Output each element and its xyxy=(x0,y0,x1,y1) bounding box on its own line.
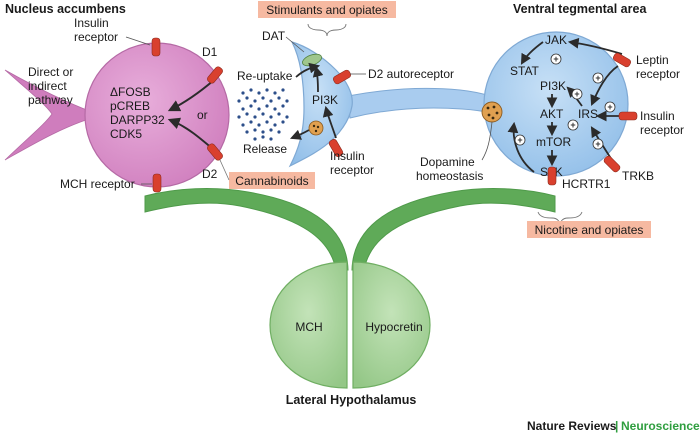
svg-text:+: + xyxy=(595,73,600,83)
journal-credit: Nature Reviews | Neuroscience xyxy=(527,419,700,433)
stat-label: STAT xyxy=(510,64,540,78)
irs-label: IRS xyxy=(578,107,598,121)
leptin-receptor xyxy=(613,52,631,68)
stimulants-tag-box xyxy=(258,1,396,18)
svg-text:+: + xyxy=(517,135,522,145)
cannabinoids-tag: Cannabinoids xyxy=(235,174,308,188)
cannabinoids-tag-box xyxy=(229,172,315,189)
vta-insulin-receptor-label: Insulin receptor xyxy=(640,109,684,137)
d2-label: D2 xyxy=(202,167,218,181)
stimulants-tag: Stimulants and opiates xyxy=(266,3,387,17)
hypocretin-neuron-body xyxy=(352,261,431,389)
svg-text:+: + xyxy=(574,89,579,99)
vesicle-pool xyxy=(481,101,503,123)
credit-journal: Nature Reviews xyxy=(527,419,617,433)
jak-label: JAK xyxy=(545,33,567,47)
credit-section: Neuroscience xyxy=(621,419,700,433)
accumbens-insulin-receptor-label: Insulin receptor xyxy=(74,16,118,44)
jak-to-stat-arrow xyxy=(520,41,544,65)
mch-neuron-projection xyxy=(144,188,349,271)
d2-autoreceptor-label: D2 autoreceptor xyxy=(368,67,454,81)
leptin-receptor-label: Leptin receptor xyxy=(636,53,680,81)
reuptake-label: Re-uptake xyxy=(237,69,293,83)
lateral-hypothalamus: MCH Hypocretin Lateral Hypothalamus xyxy=(144,188,556,407)
terminal-insulin-receptor-label: Insulin receptor xyxy=(330,149,374,177)
pathway-label: Direct or indirect pathway xyxy=(28,65,77,107)
release-arrow xyxy=(289,129,310,140)
hypocretin-label: Hypocretin xyxy=(365,320,422,334)
mch-receptor xyxy=(152,173,162,193)
s6k-feedback-arrow xyxy=(507,121,535,173)
svg-text:+: + xyxy=(595,139,600,149)
trkb-receptor xyxy=(603,155,621,173)
release-label: Release xyxy=(243,142,287,156)
insulin-to-pi3k-arrow xyxy=(322,105,337,139)
svg-text:+: + xyxy=(553,54,558,64)
credit-separator: | xyxy=(615,419,618,433)
leptin-to-jak-arrow xyxy=(567,37,623,55)
pi3k-to-dat-arrow xyxy=(312,65,324,93)
marker-list: ΔFOSB pCREB DARPP32 CDK5 xyxy=(110,85,168,141)
svg-text:+: + xyxy=(570,120,575,130)
d1-label: D1 xyxy=(202,45,218,59)
vta-insulin-receptor xyxy=(618,111,638,121)
mch-receptor-label: MCH receptor xyxy=(60,177,135,191)
cannabinoids-leader xyxy=(219,159,230,181)
terminal-pi3k-label: PI3K xyxy=(312,93,338,107)
vta-axon xyxy=(347,87,499,119)
mtor-label: mTOR xyxy=(536,135,571,149)
mch-label: MCH xyxy=(295,320,322,334)
terminal-insulin-receptor xyxy=(328,139,344,157)
mch-neuron-body xyxy=(269,261,348,389)
svg-text:+: + xyxy=(607,102,612,112)
plus-markers: + + + + + + + xyxy=(514,53,616,150)
akt-label: AKT xyxy=(540,107,564,121)
dopamine-vesicles xyxy=(237,88,289,141)
dopamine-terminal xyxy=(288,41,353,168)
d2-receptor xyxy=(207,143,223,161)
dat-label: DAT xyxy=(262,29,286,43)
dopamine-homeostasis-label: Dopamine homeostasis xyxy=(416,155,483,183)
nucleus-accumbens-title: Nucleus accumbens xyxy=(5,2,126,16)
d1-receptor xyxy=(207,66,223,84)
homeostasis-leader xyxy=(481,121,493,161)
accumbens-dendrite xyxy=(4,69,93,161)
ventral-tegmental-area: Ventral tegmental area JAK STAT PI3K AKT… xyxy=(416,2,684,238)
hypocretin-neuron-projection xyxy=(351,188,556,271)
dopamine-synapse: Stimulants and opiates DAT Re-uptake Rel… xyxy=(219,1,499,189)
accumbens-insulin-receptor xyxy=(151,37,161,57)
dat-leader xyxy=(285,36,305,53)
vta-pi3k-label: PI3K xyxy=(540,79,566,93)
leptin-to-irs-arrow xyxy=(590,65,619,106)
d2-autoreceptor xyxy=(333,69,351,85)
nicotine-tag: Nicotine and opiates xyxy=(535,223,644,237)
or-label: or xyxy=(197,108,208,122)
nucleus-accumbens: Nucleus accumbens Direct or indirect pat… xyxy=(4,2,230,193)
insulin-receptor-leader xyxy=(125,36,151,46)
hcrtr1-receptor xyxy=(547,166,557,186)
release-vesicle xyxy=(308,120,324,136)
vta-title: Ventral tegmental area xyxy=(513,2,647,16)
lateral-hypothalamus-title: Lateral Hypothalamus xyxy=(286,393,417,407)
trkb-label: TRKB xyxy=(622,169,654,183)
hcrtr1-label: HCRTR1 xyxy=(562,177,611,191)
stimulants-brace xyxy=(307,23,347,37)
nicotine-tag-box xyxy=(527,221,651,238)
